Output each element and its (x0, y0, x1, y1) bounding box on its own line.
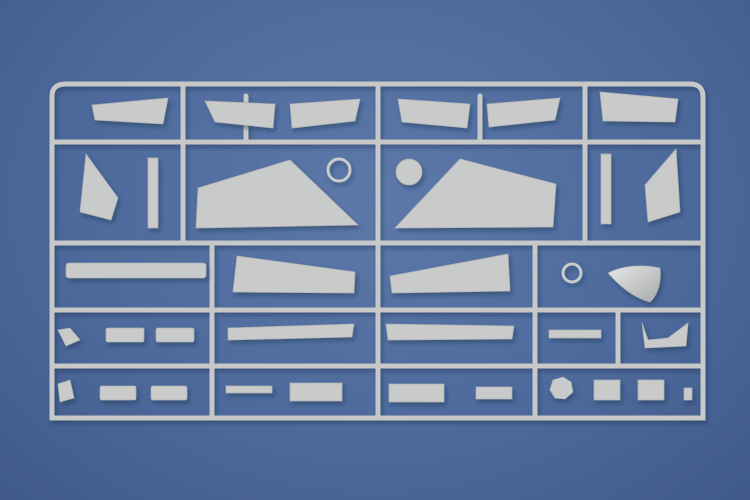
part-wing-right (394, 158, 557, 229)
part-flap-2 (289, 98, 361, 129)
part-box-c (475, 386, 513, 400)
part-block-b (637, 379, 665, 401)
part-long-panel-right (385, 323, 515, 341)
part-flap-4 (486, 97, 561, 128)
part-long-panel-left (227, 323, 355, 341)
part-cockpit-tub (65, 262, 207, 279)
part-tail-slab-left (91, 97, 169, 125)
part-stabilizer-right (389, 253, 511, 294)
part-stabilizer-left (232, 255, 356, 294)
part-strip-right (600, 153, 612, 225)
sprue-frame (49, 81, 706, 421)
part-tail-slab-right (599, 91, 679, 123)
part-seat-d (150, 385, 188, 401)
part-seat-b (155, 327, 195, 343)
part-block-a (593, 379, 621, 401)
part-box-a (289, 382, 343, 402)
part-wing-left (195, 159, 359, 229)
part-bracket-b (57, 379, 75, 403)
part-octagon (549, 376, 574, 400)
part-frame-bar (548, 329, 602, 339)
part-bracket-a (57, 327, 81, 347)
part-ring-left (326, 157, 352, 183)
part-box-b (388, 383, 445, 403)
part-small-tab (683, 387, 693, 401)
part-seat-c (99, 385, 137, 401)
part-strip-left (147, 157, 159, 229)
part-flap-3 (397, 98, 471, 129)
part-disc (395, 158, 423, 186)
part-seat-a (105, 327, 145, 343)
part-nose-cone (607, 265, 661, 303)
part-ring-right (561, 262, 583, 284)
part-flap-1 (204, 100, 276, 129)
part-fin-right (644, 147, 681, 223)
part-rod (225, 385, 273, 394)
part-v-bracket (641, 322, 689, 349)
part-fin-left (79, 152, 119, 221)
